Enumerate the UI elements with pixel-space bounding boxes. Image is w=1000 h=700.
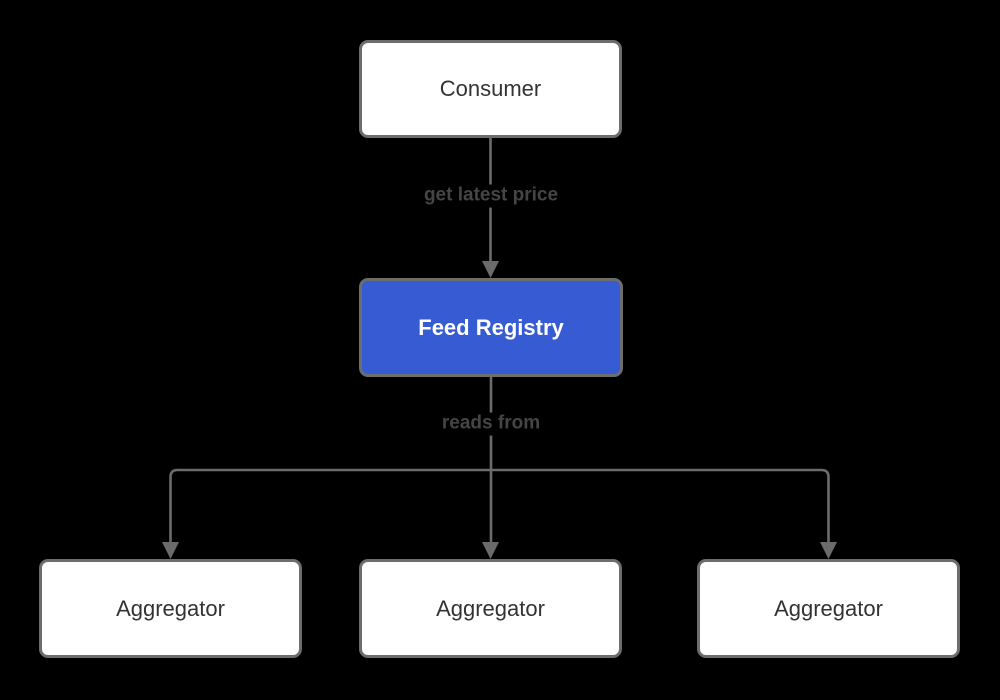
node-aggregator-3-label: Aggregator xyxy=(774,595,883,621)
arrowhead-aggregator-2 xyxy=(482,542,499,559)
node-feed-registry: Feed Registry xyxy=(359,278,623,377)
arrowhead-feed-registry xyxy=(482,261,499,278)
node-feed-registry-label: Feed Registry xyxy=(418,314,564,340)
arrowhead-aggregator-1 xyxy=(162,542,179,559)
edge-label-get-latest-price: get latest price xyxy=(418,184,564,208)
node-aggregator-2-label: Aggregator xyxy=(436,595,545,621)
edge-branch-rail xyxy=(169,468,830,546)
node-consumer-label: Consumer xyxy=(439,76,542,101)
node-aggregator-1: Aggregator xyxy=(39,559,302,658)
node-aggregator-3: Aggregator xyxy=(697,559,960,658)
edge-label-reads-from: reads from xyxy=(436,412,546,436)
node-aggregator-2: Aggregator xyxy=(359,559,622,658)
node-aggregator-1-label: Aggregator xyxy=(116,595,225,621)
arrowhead-aggregator-3 xyxy=(820,542,837,559)
node-consumer: Consumer xyxy=(359,40,622,138)
